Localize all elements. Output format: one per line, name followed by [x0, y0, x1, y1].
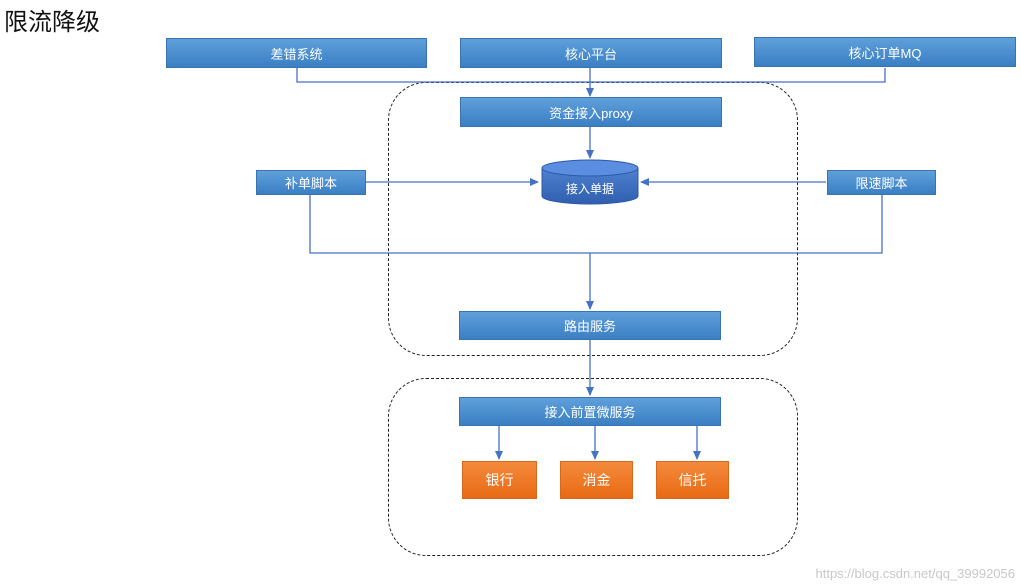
error-system-node: 差错系统: [166, 38, 427, 68]
front-group-boundary: [388, 378, 798, 556]
connector-error-system: [296, 68, 590, 83]
bank-node: 银行: [462, 461, 537, 499]
page-title: 限流降级: [4, 9, 100, 36]
core-platform-node: 核心平台: [460, 38, 722, 68]
routing-service-node: 路由服务: [459, 311, 721, 340]
connector-repair-script-bus: [309, 195, 590, 254]
rate-limit-script-node: 限速脚本: [827, 170, 936, 195]
connector-rate-limit-script-bus: [590, 195, 883, 254]
db-node-label: 接入单据: [565, 182, 614, 196]
connector-core-order-mq: [590, 68, 886, 83]
consumer-finance-node: 消金: [560, 461, 633, 499]
watermark: https://blog.csdn.net/qq_39992056: [815, 566, 1016, 581]
front-microservice-node: 接入前置微服务: [459, 397, 721, 426]
trust-node: 信托: [656, 461, 729, 499]
repair-script-node: 补单脚本: [256, 170, 366, 195]
core-order-mq-node: 核心订单MQ: [754, 37, 1016, 67]
proxy-node: 资金接入proxy: [460, 97, 722, 127]
